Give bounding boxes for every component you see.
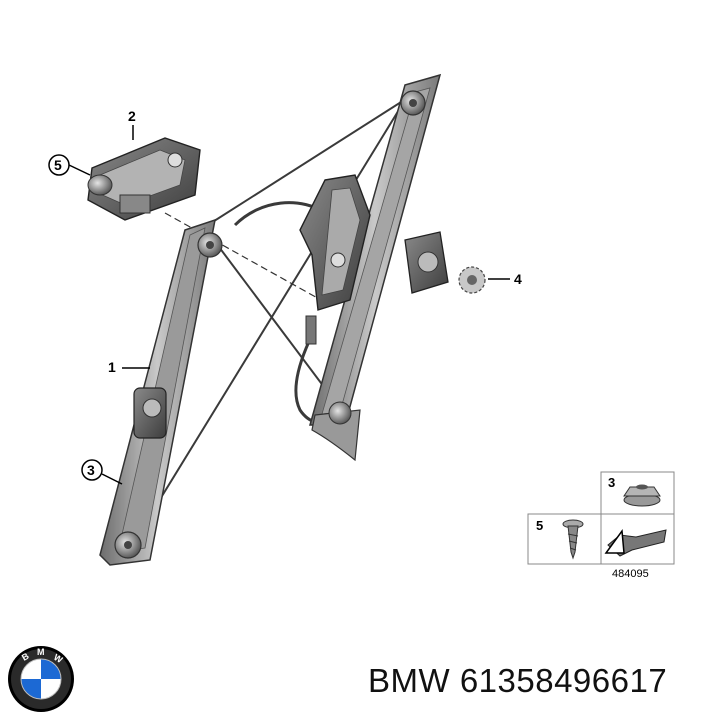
callout-3: 3 [81, 459, 123, 485]
svg-text:B: B [20, 651, 31, 663]
callout-4: 4 [488, 271, 522, 287]
svg-text:5: 5 [536, 518, 543, 533]
legend-box-direction [600, 513, 675, 565]
legend-box-screw: 5 [527, 513, 602, 565]
guide-rail-left [99, 218, 223, 566]
rail-right-bottom-mount [311, 409, 361, 462]
svg-text:2: 2 [128, 108, 136, 124]
nut-icon [623, 484, 661, 507]
sprocket-icon [458, 266, 486, 294]
callout-2: 2 [128, 108, 136, 140]
guide-rail-right [309, 73, 442, 462]
bmw-logo: B M W [8, 646, 74, 712]
cable-upper [199, 89, 421, 231]
cable-diagonal [134, 99, 406, 541]
window-motor [87, 137, 201, 221]
cable-spring [305, 315, 317, 345]
svg-text:M: M [37, 647, 45, 657]
direction-arrow-icon [604, 528, 667, 557]
callout-5: 5 [48, 154, 91, 176]
svg-text:5: 5 [54, 157, 62, 173]
svg-text:3: 3 [87, 462, 95, 478]
drawing-reference-number: 484095 [612, 568, 649, 580]
callout-1: 1 [108, 359, 150, 375]
assembly-dash-line [164, 212, 331, 306]
drive-bracket [404, 231, 449, 294]
legend-box-nut: 3 [600, 471, 675, 515]
svg-text:3: 3 [608, 475, 615, 490]
screw-icon [562, 519, 584, 560]
part-number-label: BMW 61358496617 [368, 662, 668, 699]
svg-text:4: 4 [514, 271, 522, 287]
window-carrier [299, 174, 371, 345]
svg-text:1: 1 [108, 359, 116, 375]
